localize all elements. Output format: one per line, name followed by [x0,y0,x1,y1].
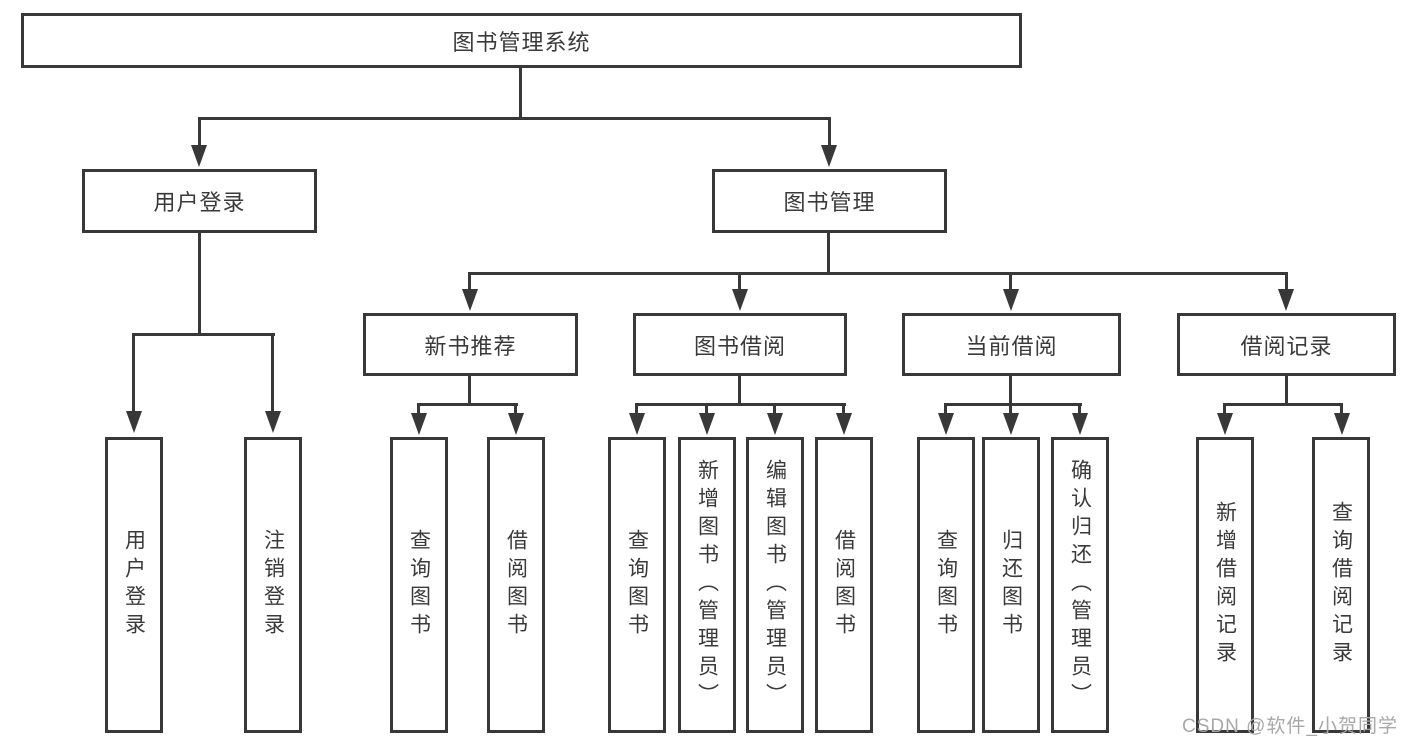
node-current-borrow: 当前借阅 [902,313,1121,376]
connector-line [1009,406,1012,413]
leaf-user-login-label: 用户登录 [122,529,146,641]
connector-line [1009,376,1012,406]
connector-line [635,403,846,406]
connector-line [417,403,518,406]
arrowhead [1003,289,1019,311]
leaf-records-search-record: 查询借阅记录 [1312,437,1370,733]
connector-line [773,406,776,413]
leaf-newbook-borrow-book: 借阅图书 [487,437,545,733]
arrowhead [1217,413,1233,435]
csdn-watermark: CSDN @软件_小贺同学 [1182,716,1398,737]
node-book-management-label: 图书管理 [783,190,876,215]
leaf-logout-label: 注销登录 [261,529,285,641]
leaf-current-search-book-label: 查询图书 [934,529,958,641]
leaf-newbook-search-book-label: 查询图书 [407,529,431,641]
node-book-management: 图书管理 [712,169,947,233]
connector-line [738,275,741,289]
node-new-book-recommend: 新书推荐 [363,313,578,376]
connector-line [705,406,708,413]
arrowhead [411,413,427,435]
leaf-borrow-add-book: 新增图书（管理员） [678,437,736,733]
arrowhead [821,145,837,167]
leaf-borrow-search-book: 查询图书 [608,437,666,733]
node-borrow-records-label: 借阅记录 [1240,333,1333,359]
connector-line [468,272,1288,275]
leaf-logout: 注销登录 [244,437,302,733]
node-current-borrow-label: 当前借阅 [965,333,1058,359]
connector-line [1285,275,1288,289]
connector-line [198,233,201,336]
leaf-current-return-book-label: 归还图书 [999,529,1023,641]
arrowhead [767,413,783,435]
leaf-current-search-book: 查询图书 [917,437,975,733]
leaf-records-add-record-label: 新增借阅记录 [1213,501,1237,669]
arrowhead [265,411,281,433]
leaf-borrow-edit-book: 编辑图书（管理员） [746,437,804,733]
leaf-current-confirm-return-label: 确认归还（管理员） [1068,459,1092,711]
connector-line [828,120,831,145]
node-book-borrow-label: 图书借阅 [693,333,786,359]
leaf-records-search-record-label: 查询借阅记录 [1329,501,1353,669]
node-user-login-label: 用户登录 [153,190,246,215]
connector-line [1340,406,1343,413]
arrowhead [938,413,954,435]
arrowhead [508,413,524,435]
connector-line [1285,376,1288,406]
arrowhead [126,411,142,433]
node-user-login: 用户登录 [82,169,317,233]
leaf-current-return-book: 归还图书 [982,437,1040,733]
leaf-borrow-borrow-book: 借阅图书 [815,437,873,733]
leaf-user-login: 用户登录 [105,437,163,733]
leaf-borrow-borrow-book-label: 借阅图书 [832,529,856,641]
arrowhead [1278,289,1294,311]
node-root: 图书管理系统 [21,13,1022,68]
connector-line [944,403,1082,406]
leaf-borrow-edit-book-label: 编辑图书（管理员） [763,459,787,711]
leaf-newbook-borrow-book-label: 借阅图书 [504,529,528,641]
connector-line [519,68,522,120]
leaf-borrow-search-book-label: 查询图书 [625,529,649,641]
node-borrow-records: 借阅记录 [1177,313,1396,376]
connector-line [468,376,471,406]
connector-line [944,406,947,413]
connector-line [417,406,420,413]
leaf-borrow-add-book-label: 新增图书（管理员） [695,459,719,711]
connector-line [198,117,831,120]
connector-line [635,406,638,413]
connector-line [1223,403,1343,406]
leaf-current-confirm-return: 确认归还（管理员） [1051,437,1109,733]
arrowhead [1003,413,1019,435]
connector-line [842,406,845,413]
connector-line [1223,406,1226,413]
arrowhead [191,145,207,167]
connector-line [1078,406,1081,413]
arrowhead [462,289,478,311]
connector-line [827,233,830,275]
connector-line [198,120,201,145]
node-new-book-recommend-label: 新书推荐 [424,333,517,359]
leaf-newbook-search-book: 查询图书 [390,437,448,733]
connector-line [132,333,275,336]
connector-line [271,336,274,411]
node-book-borrow: 图书借阅 [633,313,847,376]
arrowhead [699,413,715,435]
arrowhead [629,413,645,435]
leaf-records-add-record: 新增借阅记录 [1196,437,1254,733]
arrowhead [1334,413,1350,435]
connector-line [468,275,471,289]
node-root-label: 图书管理系统 [452,29,591,55]
arrowhead [732,289,748,311]
arrowhead [836,413,852,435]
arrowhead [1072,413,1088,435]
connector-line [738,376,741,406]
connector-line [132,336,135,411]
connector-line [514,406,517,413]
connector-line [1009,275,1012,289]
